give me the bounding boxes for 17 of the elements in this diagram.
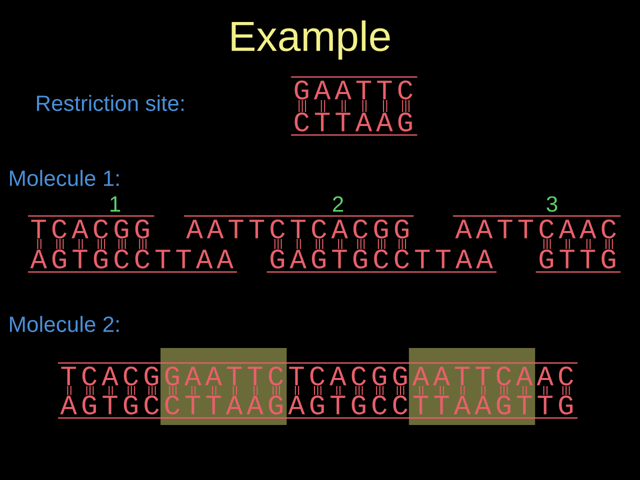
heading: Molecule 2: [10, 316, 119, 332]
title: Example [232, 20, 390, 60]
dna-strand: AGTGCCTTAAGAGTGCCTTAAGTTG [60, 396, 573, 414]
dna-strand: TCACGG [31, 220, 149, 238]
dna-strand: CTTAAG [294, 112, 412, 132]
dna-strand: AATTCTCACGG [186, 220, 408, 238]
dna-strand: AATTCAAC [455, 220, 616, 238]
fragment-number: 1 [110, 196, 120, 212]
dna-strand: GTTG [540, 250, 616, 268]
dna-strand: GAGTGCCTTAA [270, 250, 493, 268]
dna-strand: TCACGGAATTCTCACGGAATTCAAC [61, 366, 574, 386]
fragment-number: 3 [546, 196, 558, 212]
fragment-number: 2 [333, 196, 344, 212]
heading: Molecule 1: [10, 170, 119, 186]
heading: Restriction site: [37, 94, 184, 112]
dna-strand: GAATTC [294, 80, 412, 100]
dna-strand: AGTGCCTTAA [30, 250, 234, 268]
